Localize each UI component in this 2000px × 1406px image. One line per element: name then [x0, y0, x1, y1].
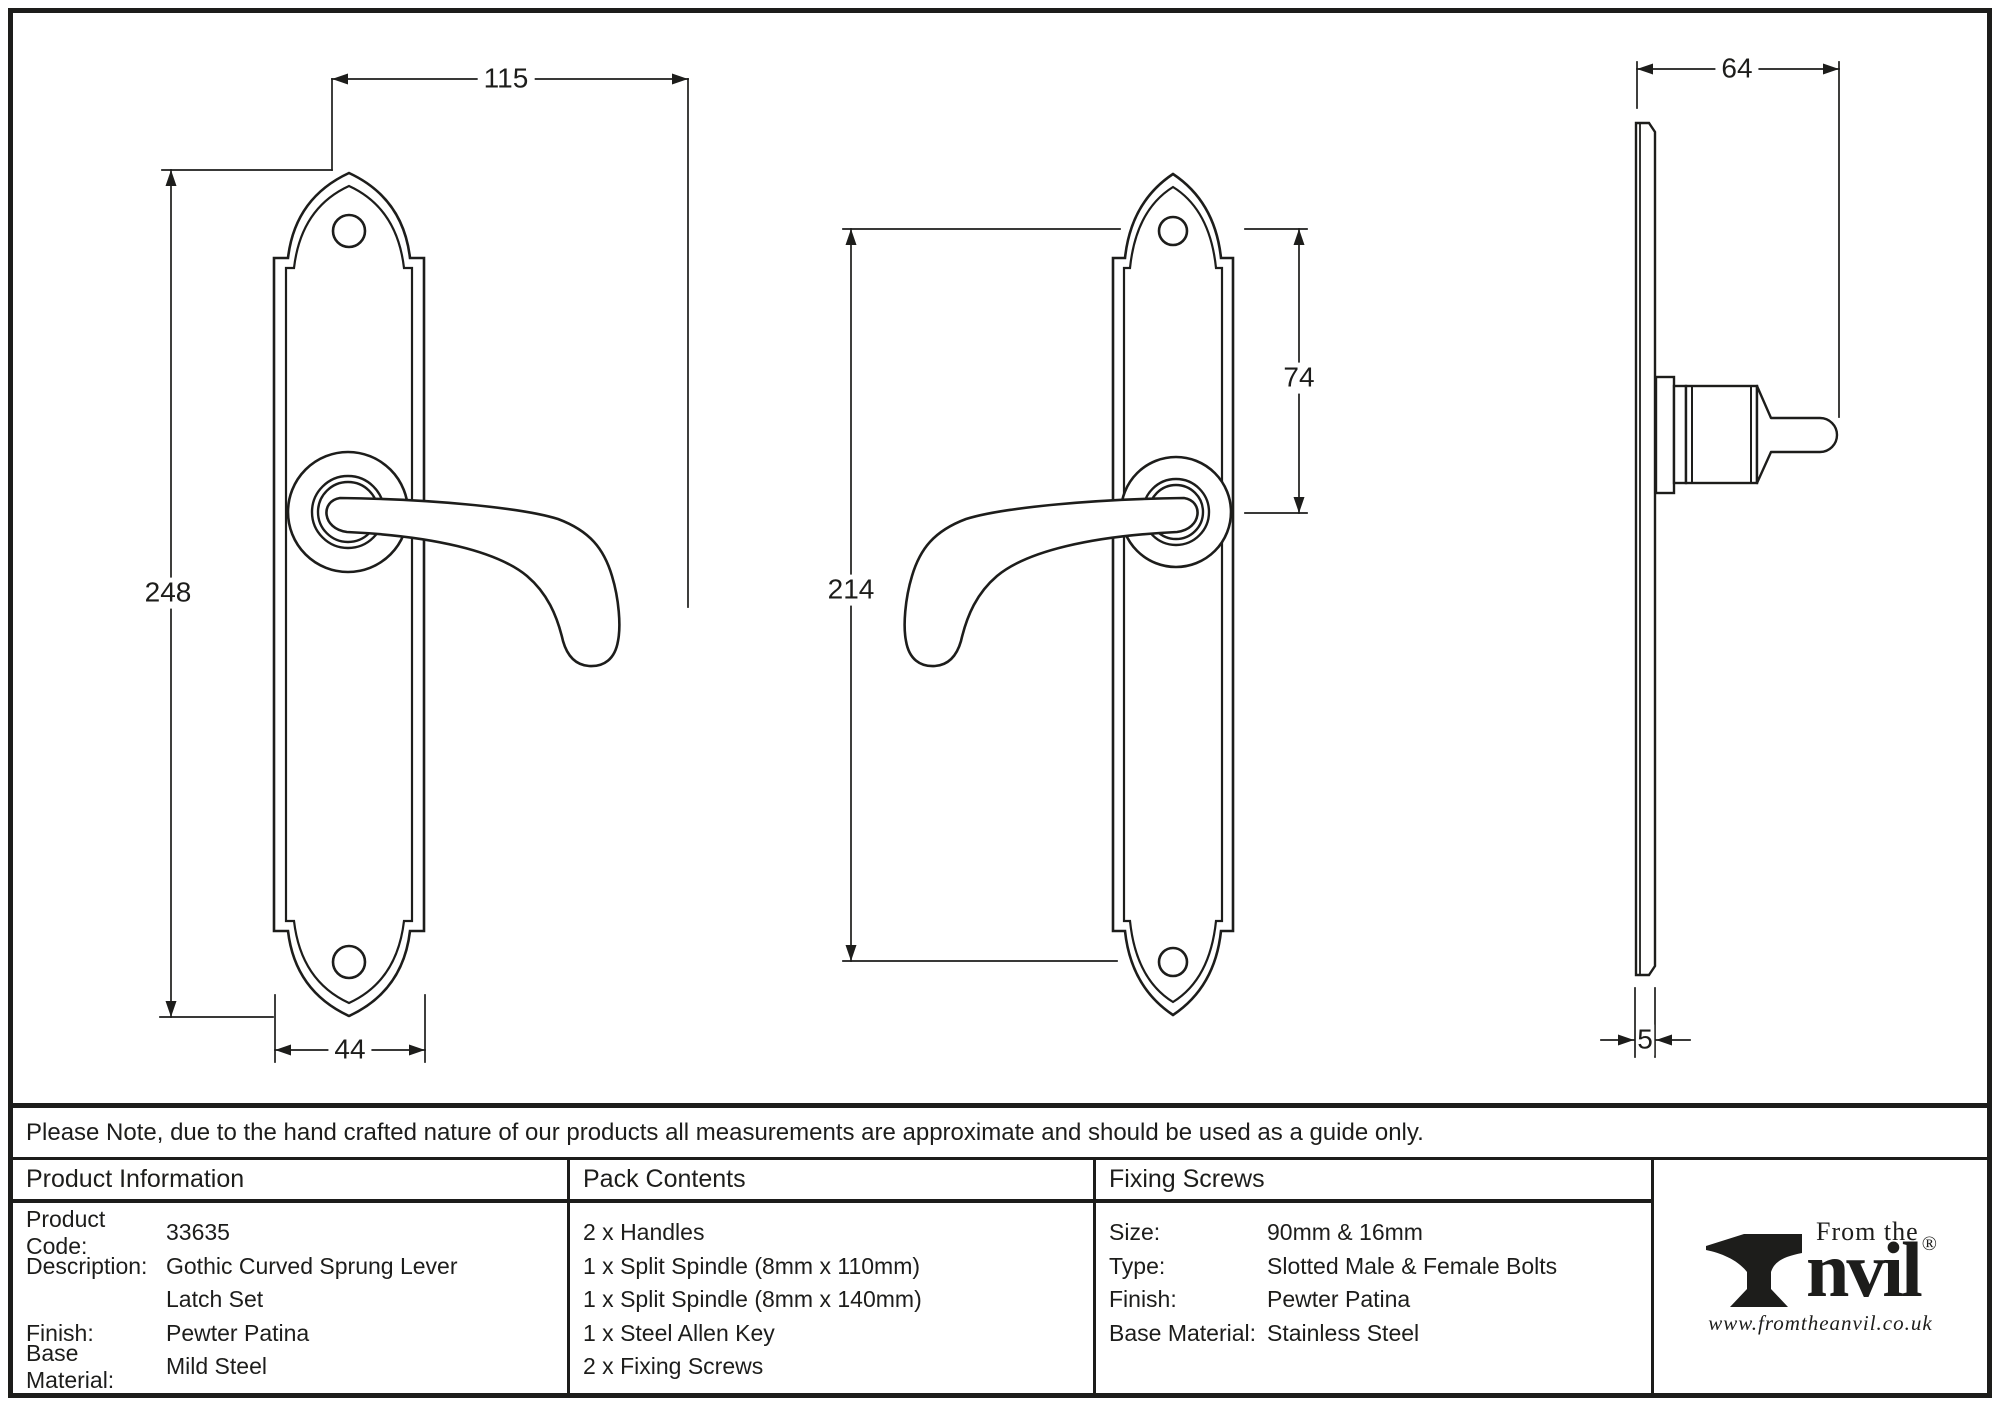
table-row: Latch Set — [26, 1283, 567, 1317]
screw-hole-top — [331, 213, 367, 249]
lever-side-profile — [1755, 384, 1839, 485]
technical-drawing — [159, 61, 1840, 1063]
registered-mark: ® — [1921, 1233, 1937, 1255]
pack-item: 1 x Split Spindle (8mm x 140mm) — [583, 1286, 922, 1313]
screw-hole-bottom — [1157, 946, 1189, 978]
front-view-left — [272, 171, 621, 1018]
fixing-screws-header: Fixing Screws — [1096, 1160, 1651, 1203]
dim-hole-spacing: 214 — [821, 574, 881, 606]
row-value: Pewter Patina — [1267, 1286, 1411, 1313]
logo-website: www.fromtheanvil.co.uk — [1708, 1311, 1933, 1335]
pack-item: 1 x Steel Allen Key — [583, 1319, 775, 1346]
anvil-icon — [1706, 1234, 1803, 1307]
side-view — [1634, 121, 1839, 977]
screw-hole-top — [1157, 215, 1189, 247]
product-information-header: Product Information — [13, 1160, 567, 1203]
product-information-body: Product Code: 33635 Description: Gothic … — [13, 1203, 567, 1393]
note-text: Please Note, due to the hand crafted nat… — [26, 1118, 1424, 1146]
dim-side-projection: 64 — [1715, 53, 1759, 85]
lever-handle — [903, 496, 1199, 668]
table-row: Product Code: 33635 — [26, 1206, 567, 1259]
product-information-header-label: Product Information — [26, 1165, 245, 1193]
lever-handle — [325, 496, 621, 668]
list-item: 1 x Split Spindle (8mm x 140mm) — [583, 1283, 1093, 1317]
table-row: Finish: Pewter Patina — [1109, 1283, 1651, 1317]
row-label: Description: — [26, 1252, 148, 1279]
row-label: Base Material: — [26, 1339, 115, 1393]
table-row: Type: Slotted Male & Female Bolts — [1109, 1250, 1651, 1284]
pack-item: 2 x Handles — [583, 1219, 705, 1246]
row-value: 33635 — [166, 1219, 230, 1246]
pack-contents-header-label: Pack Contents — [583, 1165, 746, 1193]
row-label: Base Material: — [1109, 1319, 1257, 1346]
list-item: 1 x Split Spindle (8mm x 110mm) — [583, 1250, 1093, 1284]
rose-side — [1654, 375, 1676, 495]
table-row: Base Material: Stainless Steel — [1109, 1317, 1651, 1351]
logo-main: From the nvil® — [1704, 1217, 1937, 1315]
pack-item: 1 x Split Spindle (8mm x 110mm) — [583, 1252, 921, 1279]
backplate-inner-line — [284, 184, 414, 1005]
dim-front-width: 115 — [477, 63, 535, 95]
row-value: Stainless Steel — [1267, 1319, 1420, 1346]
table-row: Size: 90mm & 16mm — [1109, 1216, 1651, 1250]
backplate-inner-line — [1122, 185, 1224, 1004]
dim-front-height: 248 — [138, 577, 198, 609]
page-border — [8, 8, 1992, 1398]
row-value: Slotted Male & Female Bolts — [1267, 1252, 1558, 1279]
front-view-mirrored — [903, 172, 1235, 1017]
dim-plate-width: 44 — [328, 1034, 372, 1066]
hub-cylinder — [1684, 384, 1759, 485]
list-item: 2 x Fixing Screws — [583, 1350, 1093, 1384]
fixing-screws-header-label: Fixing Screws — [1109, 1165, 1265, 1193]
list-item: 2 x Handles — [583, 1216, 1093, 1250]
pack-item: 2 x Fixing Screws — [583, 1353, 764, 1380]
dim-hole-to-spindle: 74 — [1277, 362, 1321, 394]
row-label: Finish: — [26, 1319, 94, 1346]
row-value: Gothic Curved Sprung Lever — [166, 1252, 458, 1279]
logo-brand-line: nvil® — [1806, 1231, 1937, 1309]
screw-hole-bottom — [331, 944, 367, 980]
table-row: Description: Gothic Curved Sprung Lever — [26, 1250, 567, 1284]
hub-collar — [1672, 384, 1688, 485]
fixing-screws-body: Size: 90mm & 16mm Type: Slotted Male & F… — [1096, 1203, 1651, 1350]
row-label: Size: — [1109, 1219, 1161, 1246]
row-value: Mild Steel — [166, 1353, 267, 1380]
row-value: Latch Set — [166, 1286, 264, 1313]
backplate-side — [1634, 121, 1657, 977]
pack-contents-body: 2 x Handles 1 x Split Spindle (8mm x 110… — [570, 1203, 1093, 1384]
dim-plate-thickness: 5 — [1636, 1023, 1654, 1056]
fixing-screws-column: Fixing Screws Size: 90mm & 16mm Type: Sl… — [1096, 1160, 1654, 1393]
list-item: 1 x Steel Allen Key — [583, 1317, 1093, 1351]
logo-tagline: From the — [1816, 1217, 1919, 1246]
logo-wordmark: From the nvil® — [1806, 1217, 1937, 1309]
pack-contents-header: Pack Contents — [570, 1160, 1093, 1203]
brand-logo: From the nvil® www.fromtheanvil.co.uk — [1654, 1160, 1987, 1393]
table-row: Finish: Pewter Patina — [26, 1317, 567, 1351]
row-value: Pewter Patina — [166, 1319, 310, 1346]
note-bar: Please Note, due to the hand crafted nat… — [13, 1103, 1987, 1160]
product-information-column: Product Information Product Code: 33635 … — [13, 1160, 570, 1393]
row-label: Finish: — [1109, 1286, 1177, 1313]
backplate-outline — [272, 171, 426, 1018]
row-label: Type: — [1109, 1252, 1166, 1279]
logo-brand-text: nvil — [1806, 1226, 1923, 1313]
row-label: Product Code: — [26, 1205, 106, 1259]
row-value: 90mm & 16mm — [1267, 1219, 1423, 1246]
backplate-outline — [1111, 172, 1235, 1017]
table-row: Base Material: Mild Steel — [26, 1340, 567, 1393]
pack-contents-column: Pack Contents 2 x Handles 1 x Split Spin… — [570, 1160, 1096, 1393]
